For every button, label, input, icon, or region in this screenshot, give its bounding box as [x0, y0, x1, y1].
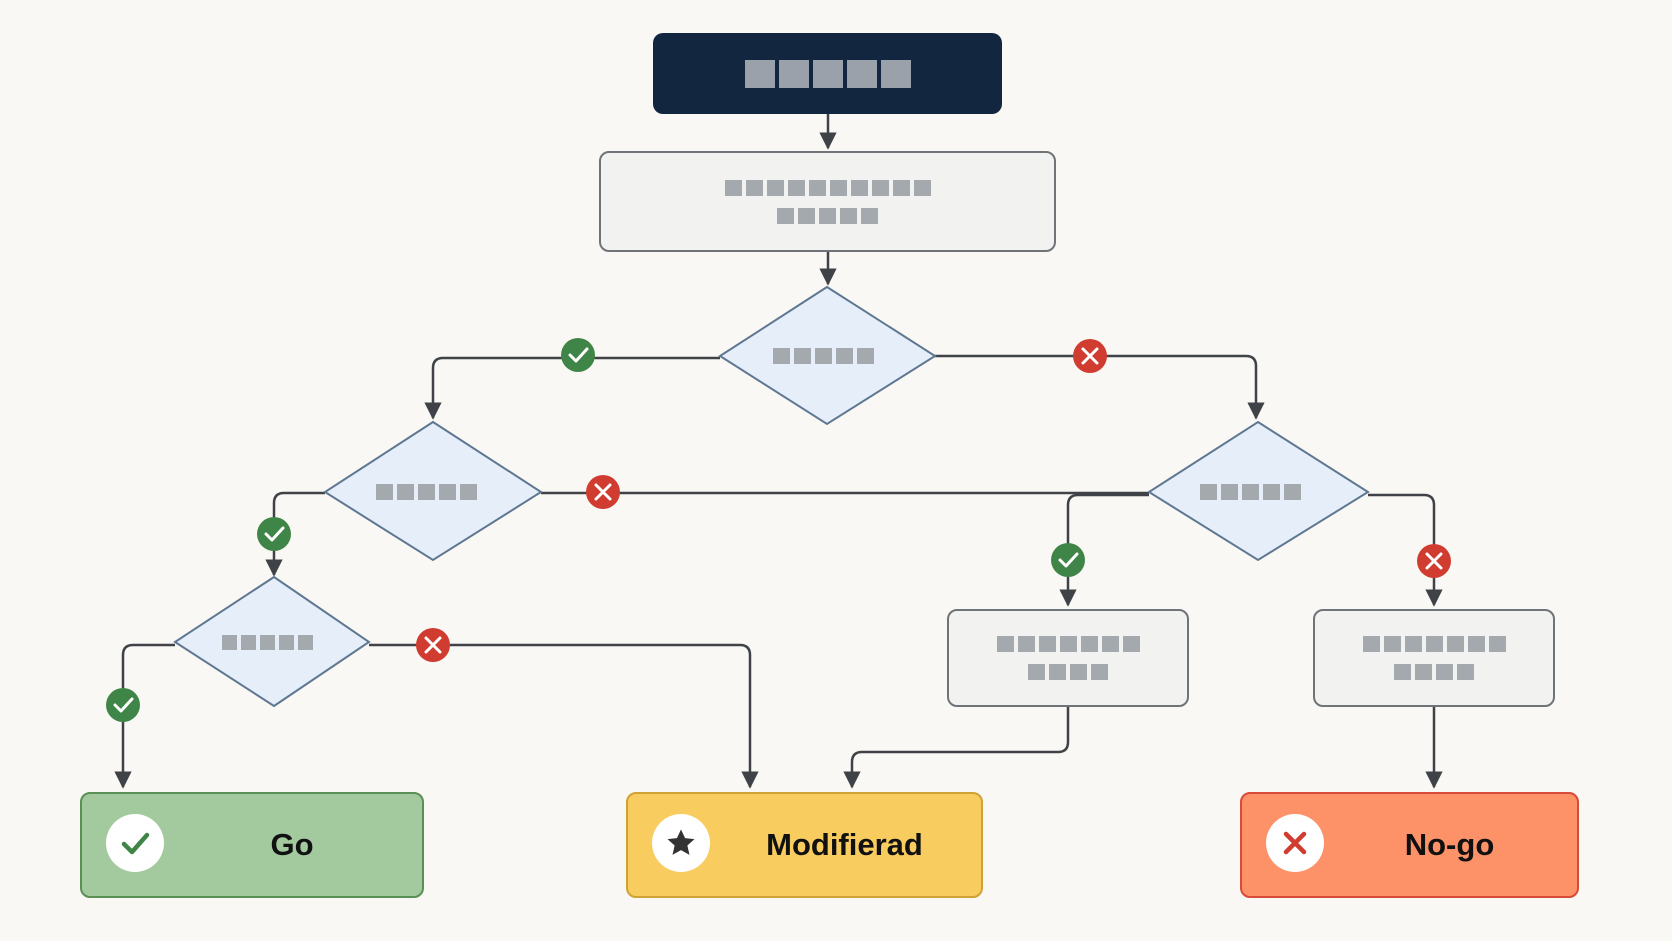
process-box-no-branch — [1313, 609, 1555, 707]
redacted-text — [1028, 664, 1108, 680]
yes-badge-4 — [106, 688, 140, 722]
start-node — [653, 33, 1002, 114]
decision-2-label — [376, 484, 477, 500]
x-icon — [1266, 814, 1324, 872]
edge-d1-yes — [424, 356, 720, 420]
outcome-nogo: No-go — [1240, 792, 1579, 898]
redacted-text — [744, 59, 911, 88]
outcome-modified-label: Modifierad — [766, 827, 923, 862]
outcome-modified: Modifierad — [626, 792, 983, 898]
edge-box2-to-modified — [843, 707, 1070, 789]
edge-d3-yes — [1059, 493, 1149, 607]
yes-badge-1 — [561, 338, 595, 372]
yes-badge-2 — [257, 517, 291, 551]
edge-d2-yes — [265, 491, 325, 577]
process-box-main — [599, 151, 1056, 252]
process-box-yes-branch — [947, 609, 1189, 707]
redacted-text — [724, 179, 931, 196]
edge-d4-yes — [114, 643, 175, 789]
redacted-text — [1394, 664, 1474, 680]
edge-d1-no — [935, 354, 1265, 420]
star-icon — [652, 814, 710, 872]
redacted-text — [777, 207, 878, 224]
check-icon — [106, 814, 164, 872]
decision-1-label — [773, 348, 874, 364]
edge-d4-no — [369, 643, 759, 789]
decision-4-label — [222, 635, 313, 650]
yes-badge-3 — [1051, 543, 1085, 577]
outcome-nogo-label: No-go — [1404, 827, 1495, 862]
no-badge-1 — [1073, 339, 1107, 373]
no-badge-4 — [416, 628, 450, 662]
outcome-go: Go — [80, 792, 424, 898]
redacted-text — [996, 636, 1140, 652]
no-badge-2 — [586, 475, 620, 509]
no-badge-3 — [1417, 544, 1451, 578]
edge-d3-no — [1368, 493, 1443, 607]
outcome-go-label: Go — [270, 827, 314, 862]
decision-3-label — [1200, 484, 1301, 500]
redacted-text — [1362, 636, 1506, 652]
